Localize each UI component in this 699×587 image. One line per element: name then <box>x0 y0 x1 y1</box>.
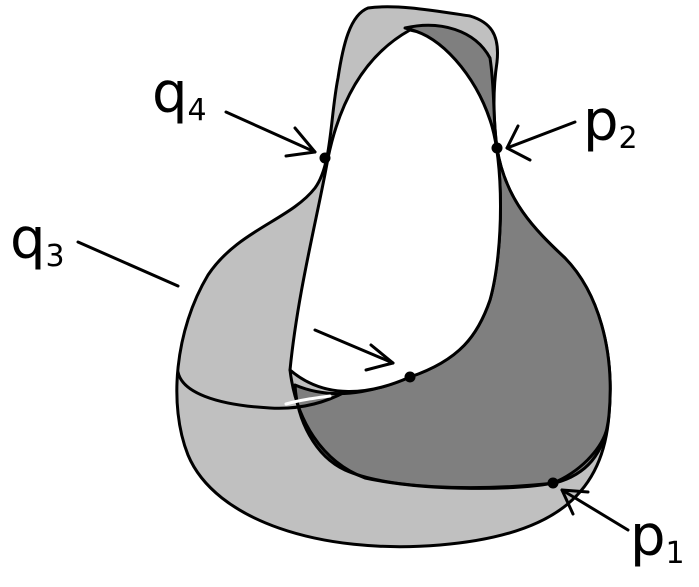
label-q4: q4 <box>152 61 207 128</box>
hole <box>290 30 501 392</box>
label-q3: q3 <box>10 207 65 274</box>
point-p2 <box>492 143 503 154</box>
arrow-to-q4 <box>226 112 315 156</box>
arrow-to-p2 <box>507 122 575 160</box>
q3-pointer-line <box>78 242 178 286</box>
arrow-to-p1 <box>562 490 628 530</box>
label-p2: p2 <box>583 89 638 156</box>
label-p1: p1 <box>630 504 685 571</box>
point-p1 <box>548 478 559 489</box>
point-q4 <box>320 153 331 164</box>
point-middle <box>405 372 416 383</box>
